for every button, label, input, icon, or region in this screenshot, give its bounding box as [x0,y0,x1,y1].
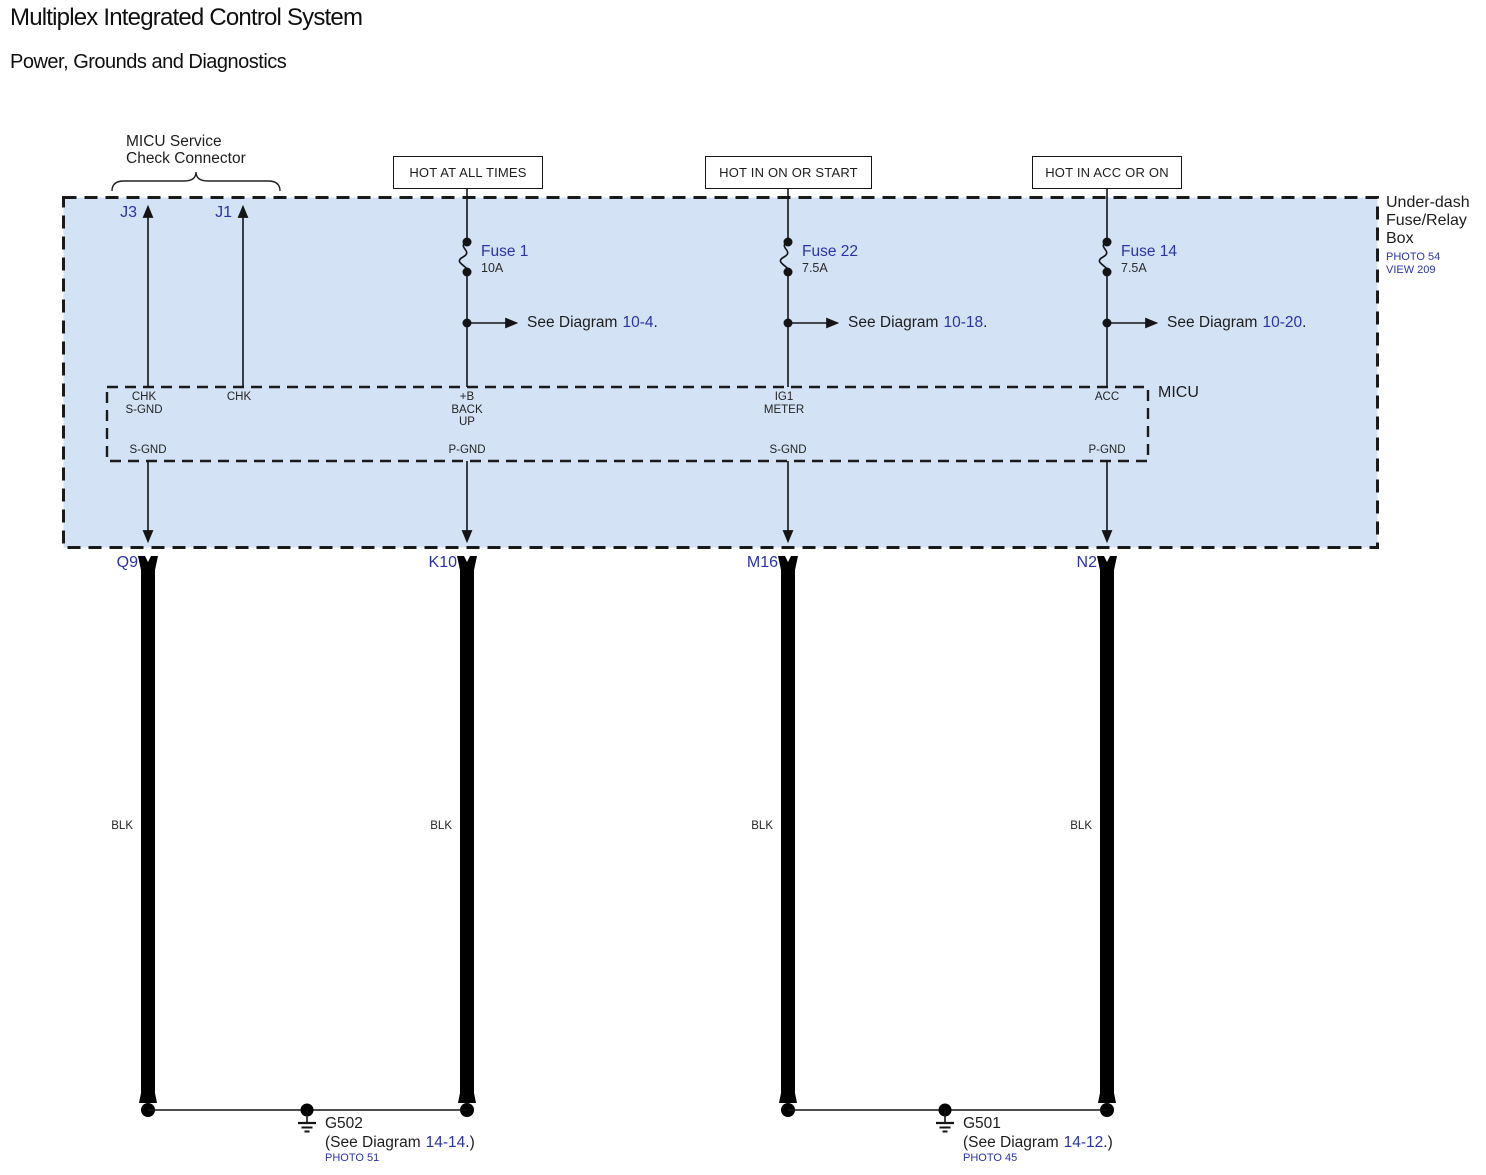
wire-color-q9: BLK [111,820,133,832]
fuse1-name[interactable]: Fuse 1 [481,243,529,260]
connector-id-j3[interactable]: J3 [120,204,137,221]
wire-k10 [457,556,477,1117]
connector-id-m16[interactable]: M16 [746,554,778,571]
fuse1-top-dot [462,237,472,247]
fuse1-column [458,188,519,387]
micu-pin-pgnd-1: P-GND [448,444,486,456]
fuse14-top-dot [1102,237,1112,247]
fuse14-junction-dot [1102,318,1112,328]
see-diagram-10-20-link[interactable]: 10-20 [1262,314,1303,331]
micu-label: MICU [1158,384,1199,401]
fuse22-name[interactable]: Fuse 22 [802,243,859,260]
fuse14-name[interactable]: Fuse 14 [1121,243,1178,260]
see-diagram-14-12-link[interactable]: 14-12 [1063,1134,1104,1151]
see-diagram-10-4-link[interactable]: 10-4 [622,314,654,331]
ground-id-g502[interactable]: G502 [325,1115,363,1132]
hot-in-on-or-start-box: HOT IN ON OR START [705,156,872,189]
hot-in-acc-or-on-box: HOT IN ACC OR ON [1032,156,1182,189]
fuse22-column [779,188,840,387]
wire-q9 [138,556,158,1117]
micu-pin-b-backup: +B BACK UP [451,391,483,428]
wire-color-m16: BLK [751,820,773,832]
wire-m16 [778,556,798,1117]
hot-at-all-times-label: HOT AT ALL TIMES [409,165,527,180]
fuse-box-photo-ref[interactable]: PHOTO 54 [1386,251,1441,263]
fuse14-symbol [1098,241,1109,273]
hot-in-on-or-start-label: HOT IN ON OR START [719,165,858,180]
micu-pin-chk: CHK [226,391,252,403]
fuse1-symbol [458,241,469,273]
fuse14-rating: 7.5A [1121,261,1147,275]
service-connector-bracket [111,171,281,192]
fuse22-rating: 7.5A [802,261,828,275]
fuse14-bottom-dot [1102,267,1112,277]
page-subtitle: Power, Grounds and Diagnostics [10,51,287,73]
fuse22-junction-dot [783,318,793,328]
micu-pin-sgnd-2: S-GND [769,444,807,456]
fuse14-column [1098,188,1159,387]
micu-ground-pin-arrows [142,461,1113,544]
wire-n2 [1097,556,1117,1117]
connector-id-j1[interactable]: J1 [215,204,232,221]
see-diagram-10-18-link[interactable]: 10-18 [943,314,984,331]
fuse1-junction-dot [462,318,472,328]
wire-color-n2: BLK [1070,820,1092,832]
g501-photo-ref[interactable]: PHOTO 45 [963,1152,1018,1164]
page-title: Multiplex Integrated Control System [10,4,363,31]
g501-ground-icon [936,1110,954,1133]
fuse-relay-box-outline [62,196,1379,549]
ground-id-g501[interactable]: G501 [963,1115,1001,1132]
hot-in-acc-or-on-label: HOT IN ACC OR ON [1045,165,1169,180]
see-diagram-14-14-link[interactable]: 14-14 [425,1134,466,1151]
fuse22-bottom-dot [783,267,793,277]
g502-ground-icon [298,1110,316,1133]
service-connector-label: MICU Service Check Connector [126,133,246,167]
fuse22-top-dot [783,237,793,247]
fuse-relay-box-label: Under-dash Fuse/Relay Box PHOTO 54 VIEW … [1386,194,1470,276]
connector-id-q9[interactable]: Q9 [116,554,138,571]
fuse22-symbol [779,241,790,273]
micu-pin-acc: ACC [1094,391,1120,403]
fuse1-rating: 10A [481,261,504,275]
micu-pin-sgnd-1: S-GND [129,444,167,456]
fuse-box-view-ref[interactable]: VIEW 209 [1386,263,1436,276]
micu-pin-pgnd-2: P-GND [1088,444,1126,456]
fuse1-bottom-dot [462,267,472,277]
wire-color-k10: BLK [430,820,452,832]
hot-at-all-times-box: HOT AT ALL TIMES [393,156,543,189]
micu-pin-ig1-meter: IG1 METER [763,391,805,416]
connector-id-k10[interactable]: K10 [428,554,457,571]
g502-photo-ref[interactable]: PHOTO 51 [325,1152,380,1164]
connector-id-n2[interactable]: N2 [1076,554,1097,571]
micu-pin-chk-sgnd: CHK S-GND [125,391,163,416]
